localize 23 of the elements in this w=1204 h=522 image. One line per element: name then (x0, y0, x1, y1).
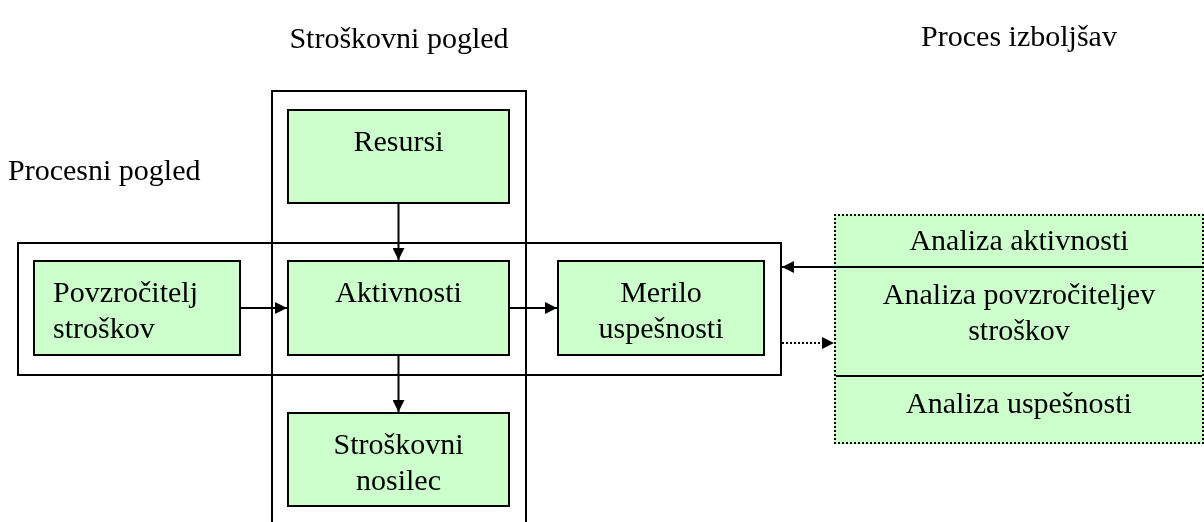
section-heading: Proces izboljšav (920, 18, 1118, 54)
frame-heading: Stroškovni pogled (288, 20, 510, 56)
arrow (509, 302, 558, 314)
arrow (781, 261, 835, 273)
box-label: Resursi (353, 123, 444, 159)
process-box (287, 260, 510, 356)
arrow (392, 203, 405, 261)
box-label: Analiza aktivnosti (909, 222, 1129, 258)
arrow (240, 302, 288, 314)
process-box (287, 412, 510, 507)
process-box (287, 109, 510, 204)
box-label: Stroškovni nosilec (332, 426, 465, 498)
box-label: Merilo uspešnosti (597, 274, 725, 346)
arrow (781, 337, 835, 349)
frame-heading: Procesni pogled (8, 152, 201, 188)
process-box (557, 260, 765, 356)
dotted-panel (834, 214, 1204, 444)
process-box (33, 260, 241, 356)
box-label: Povzročitelj stroškov (52, 274, 199, 346)
box-label: Aktivnosti (335, 274, 462, 310)
box-label: Analiza povzročiteljev stroškov (881, 276, 1157, 348)
arrow (392, 355, 405, 413)
box-label: Analiza uspešnosti (906, 385, 1132, 421)
